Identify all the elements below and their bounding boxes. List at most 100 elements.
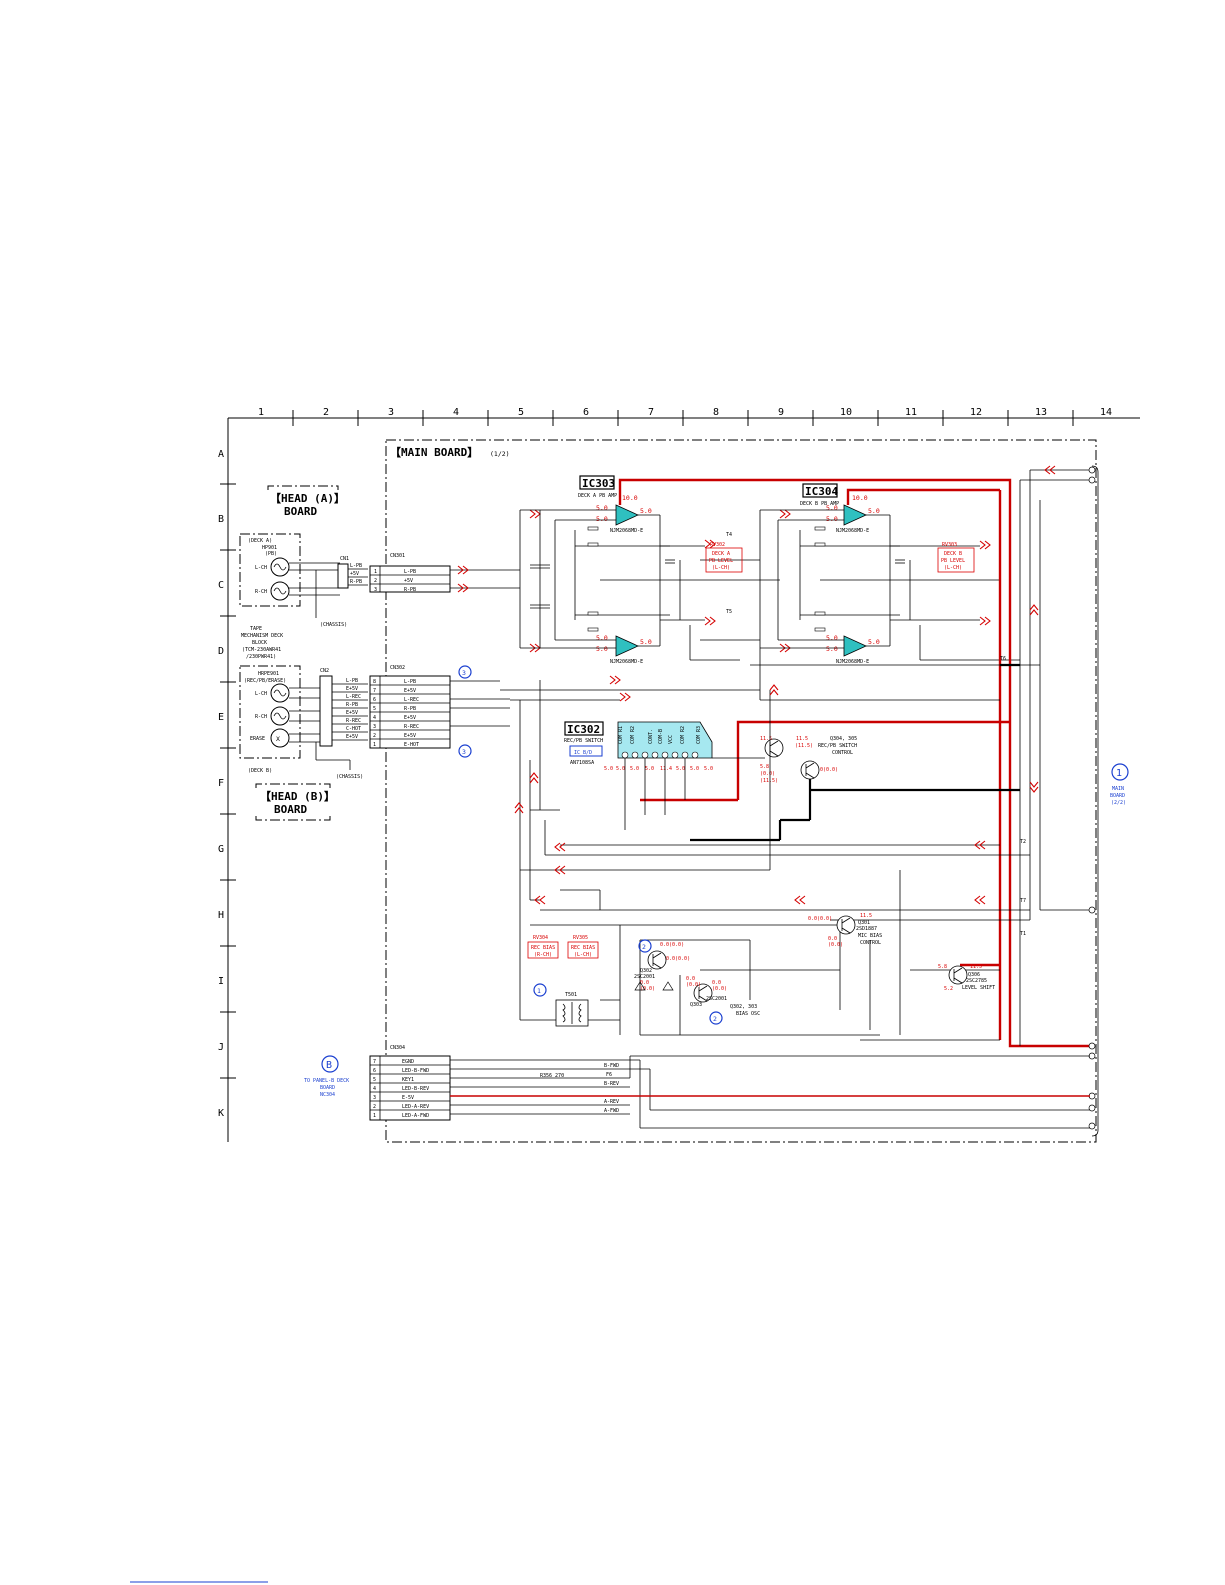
svg-text:A-FWD: A-FWD: [604, 1108, 619, 1114]
ic302-body: [617, 721, 713, 759]
deck-b-head-ref: HRPE901: [258, 671, 279, 677]
svg-text:2SC2785: 2SC2785: [966, 978, 987, 984]
cn304-ref: CN304: [390, 1045, 405, 1051]
deck-a-mech-4: (TCM-230AWR41: [242, 647, 281, 653]
svg-text:(L-CH): (L-CH): [944, 565, 962, 571]
svg-text:B-REV: B-REV: [604, 1081, 619, 1087]
cn302-jack-5: E+5V: [346, 710, 358, 716]
ic304-opamp-b: [843, 635, 867, 657]
svg-text:T5: T5: [726, 609, 732, 615]
svg-text:5.0: 5.0: [630, 766, 639, 772]
svg-text:(2/2): (2/2): [1111, 800, 1126, 806]
svg-text:CONTROL: CONTROL: [860, 940, 881, 946]
svg-text:2SC2001: 2SC2001: [706, 996, 727, 1002]
svg-text:E-HOT: E-HOT: [404, 742, 419, 748]
svg-text:R-PB: R-PB: [404, 587, 416, 593]
col-label: 2: [323, 407, 329, 418]
ic302-title: IC302: [567, 723, 600, 736]
svg-text:(R-CH): (R-CH): [534, 952, 552, 958]
warning-icon: [634, 981, 646, 991]
svg-text:BOARD: BOARD: [1110, 793, 1125, 799]
svg-text:CONTROL: CONTROL: [832, 750, 853, 756]
cn301-block: CN301 1 2 3 L-PB +5V R-PB: [369, 553, 520, 593]
cn302-jack-4: R-PB: [346, 702, 358, 708]
cn301-jack-3: R-PB: [350, 579, 362, 585]
net-labels: T4 T5 T6 T2 T7 T1: [726, 532, 1026, 937]
svg-text:KEY1: KEY1: [402, 1077, 414, 1083]
deck-a-chassis: (CHASSIS): [320, 622, 347, 628]
svg-text:5.0: 5.0: [826, 504, 838, 512]
cn302-jack-8: E+5V: [346, 734, 358, 740]
svg-text:B-FWD: B-FWD: [604, 1063, 619, 1069]
row-ticks: [220, 483, 236, 1079]
svg-text:3: 3: [373, 1095, 376, 1101]
deck-a-head-sub: (PB): [265, 551, 277, 557]
svg-text:VCC: VCC: [668, 735, 674, 744]
svg-text:(0.0): (0.0): [640, 986, 655, 992]
row-label: G: [218, 844, 224, 855]
cn301-ref: CN301: [390, 553, 405, 559]
svg-text:5.0: 5.0: [826, 515, 838, 523]
svg-text:T7: T7: [1020, 898, 1026, 904]
cn302-block: CN302 8 7 6 5 4 3 2 1 L-PB E+5V L-REC R-…: [369, 665, 510, 749]
ic302-part: AN7108SA: [570, 760, 594, 766]
column-labels: 1 2 3 4 5 6 7 8 9 10 11 12 13 14: [258, 407, 1112, 418]
marker-1: 1: [533, 983, 547, 997]
svg-text:NJM2068MD-E: NJM2068MD-E: [610, 528, 643, 534]
head-a-title-2: BOARD: [284, 505, 317, 518]
bias-osc: Q302 2SC2001 0.0(0.0) 0.0(0.0) 0.0 (0.0)…: [634, 942, 760, 1017]
svg-text:1: 1: [537, 987, 541, 995]
svg-text:3: 3: [374, 587, 377, 593]
col-label: 1: [258, 407, 264, 418]
svg-text:F6: F6: [606, 1072, 612, 1078]
row-label: H: [218, 910, 224, 921]
svg-text:0.0: 0.0: [828, 936, 837, 942]
svg-text:5.0: 5.0: [704, 766, 713, 772]
svg-text:0.0(0.0): 0.0(0.0): [660, 942, 684, 948]
svg-text:1: 1: [373, 742, 376, 748]
svg-text:(0.0): (0.0): [712, 986, 727, 992]
svg-text:11.5: 11.5: [860, 913, 872, 919]
svg-text:T2: T2: [1020, 839, 1026, 845]
supply-rails: [618, 478, 1090, 1048]
svg-text:COM R2: COM R2: [630, 726, 636, 744]
rv302-box: RV302 DECK A PB LEVEL (L-CH): [705, 542, 743, 573]
cn302-ref: CN302: [390, 665, 405, 671]
deck-b-title: (DECK B): [248, 768, 272, 774]
svg-text:RV302: RV302: [710, 542, 725, 548]
col-label: 14: [1100, 407, 1112, 418]
col-label: 8: [713, 407, 719, 418]
col-label: 7: [648, 407, 654, 418]
signal-arrows-deck-a: [457, 509, 991, 702]
svg-text:REC BIAS: REC BIAS: [531, 945, 555, 951]
row-label: K: [218, 1108, 224, 1119]
svg-text:BOARD: BOARD: [320, 1085, 335, 1091]
svg-text:11.4: 11.4: [660, 766, 672, 772]
svg-text:E+5V: E+5V: [404, 715, 416, 721]
svg-text:3: 3: [462, 669, 466, 677]
svg-text:6: 6: [373, 697, 376, 703]
svg-text:3: 3: [462, 748, 466, 756]
svg-text:2: 2: [374, 578, 377, 584]
ic303-desc: DECK A PB AMP: [578, 493, 617, 499]
ic304-opamp-a: [843, 504, 867, 526]
svg-text:0.0: 0.0: [686, 976, 695, 982]
transformer-t501: T501: [555, 992, 589, 1027]
svg-text:5.0: 5.0: [868, 638, 880, 646]
svg-text:Q306: Q306: [968, 972, 980, 978]
marker-3-bottom: 3: [458, 744, 472, 758]
svg-text:LED-B-REV: LED-B-REV: [402, 1086, 429, 1092]
svg-text:(11.5): (11.5): [760, 778, 778, 784]
grid-frame: 1 2 3 4 5 6 7 8 9 10 11 12 13 14 A B C D…: [218, 407, 1140, 1142]
svg-text:NC304: NC304: [320, 1092, 335, 1098]
svg-text:Q302: Q302: [640, 968, 652, 974]
deck-b-erase: ERASE: [250, 736, 265, 742]
deck-b-lch: L-CH: [255, 691, 267, 697]
svg-text:3: 3: [373, 724, 376, 730]
svg-text:10.0: 10.0: [622, 494, 638, 502]
column-ticks: [292, 410, 1074, 426]
deck-b-head-sub: (REC/PB/ERASE): [244, 678, 286, 684]
ic302-desc: REC/PB SWITCH: [564, 738, 603, 744]
erase-head: [270, 728, 290, 748]
